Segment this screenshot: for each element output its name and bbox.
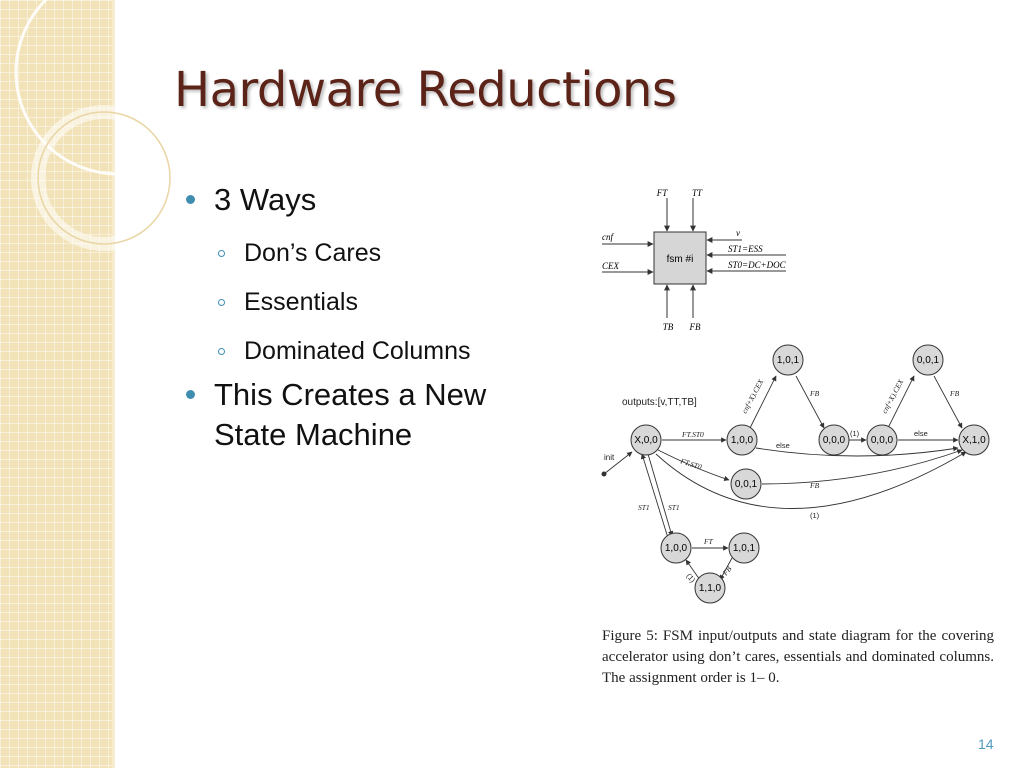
page-number: 14 xyxy=(978,736,994,752)
state-node xyxy=(866,424,898,456)
edge-label: FB xyxy=(949,389,960,398)
state-label: 0,0,1 xyxy=(735,479,758,490)
bullet-text-line: State Machine xyxy=(214,417,413,452)
sub-bullet-ring-icon xyxy=(218,348,225,355)
input-cex-label: CEX xyxy=(602,261,620,271)
bullet-list: 3 Ways Don’s Cares Essentials Dominated … xyxy=(186,180,566,455)
state-node xyxy=(728,532,760,564)
edge-label: (1) xyxy=(850,429,860,438)
output-st0-label: ST0=DC+DOC xyxy=(728,260,787,270)
state-label: 0,0,0 xyxy=(871,435,894,446)
bullet-text: 3 Ways xyxy=(214,182,317,217)
outputs-label: outputs:[v,TT,TB] xyxy=(622,397,697,408)
bullet-dot-icon xyxy=(186,195,195,204)
state-label: 1,0,1 xyxy=(777,355,800,366)
state-node xyxy=(958,424,990,456)
bullet-item: 3 Ways xyxy=(186,180,566,220)
state-label: 0,0,1 xyxy=(917,355,940,366)
output-st1-label: ST1=ESS xyxy=(728,244,763,254)
band-edge xyxy=(112,0,115,768)
input-cnf-label: cnf xyxy=(602,232,614,242)
fsm-block-label: fsm #i xyxy=(667,254,694,265)
output-v-label: v xyxy=(736,228,740,238)
init-label: init xyxy=(604,453,615,462)
input-ft-label: FT xyxy=(656,188,668,198)
edge-label: ST1 xyxy=(638,503,650,512)
sub-bullet-ring-icon xyxy=(218,299,225,306)
state-node xyxy=(660,532,692,564)
state-label: 1,0,1 xyxy=(733,543,756,554)
edge-label: FT xyxy=(703,537,714,546)
edge-label: else xyxy=(914,429,928,438)
output-tb-label: TB xyxy=(663,322,674,332)
state-label: X,1,0 xyxy=(962,435,986,446)
decorative-circles xyxy=(14,0,180,251)
state-label: 1,1,0 xyxy=(699,583,722,594)
state-nodes: X,0,0 1,0,1 1,0,0 0,0,0 0,0,0 0,0,1 X,1,… xyxy=(630,344,990,604)
state-label: 1,0,0 xyxy=(665,543,688,554)
sub-bullet-item: Essentials xyxy=(186,286,566,318)
figure-caption: Figure 5: FSM input/outputs and state di… xyxy=(602,628,994,686)
state-label: 1,0,0 xyxy=(731,435,754,446)
edge-label: else xyxy=(776,441,790,450)
edge-label: FB xyxy=(809,481,820,490)
fsm-figure: fsm #i FT TT TB FB cnf CEX v ST1=ESS ST0… xyxy=(601,188,990,604)
edge-label: FT.ST0 xyxy=(678,456,703,472)
edge-label: (1) xyxy=(810,511,820,520)
state-label: 0,0,0 xyxy=(823,435,846,446)
sub-bullet-text: Don’s Cares xyxy=(244,239,382,267)
state-node xyxy=(630,424,662,456)
state-node xyxy=(730,468,762,500)
state-node xyxy=(726,424,758,456)
edge-label: FB xyxy=(809,389,820,398)
state-diagram xyxy=(603,375,967,581)
sub-bullet-text: Dominated Columns xyxy=(244,337,471,365)
edge-label: cnf+X).CEX xyxy=(880,377,906,415)
state-node xyxy=(818,424,850,456)
sub-bullet-text: Essentials xyxy=(244,288,358,316)
state-node xyxy=(912,344,944,376)
init-dot xyxy=(601,471,607,477)
state-label: X,0,0 xyxy=(634,435,658,446)
sub-bullet-item: Dominated Columns xyxy=(186,335,566,367)
state-node xyxy=(694,572,726,604)
output-fb-label: FB xyxy=(689,322,701,332)
edge-label: FT.ST0 xyxy=(681,430,704,439)
bullet-item: This Creates a New State Machine xyxy=(186,375,566,455)
sub-bullet-item: Don’s Cares xyxy=(186,237,566,269)
state-node xyxy=(772,344,804,376)
sub-bullet-ring-icon xyxy=(218,250,225,257)
edge-label: ST1 xyxy=(668,503,680,512)
input-tt-label: TT xyxy=(692,188,703,198)
fsm-block-diagram: fsm #i FT TT TB FB cnf CEX v ST1=ESS ST0… xyxy=(602,188,787,332)
slide-title: Hardware Reductions xyxy=(174,62,677,118)
edge-labels: outputs:[v,TT,TB] init FT.ST0 FT.ST0 cnf… xyxy=(604,377,960,584)
bullet-text-line: This Creates a New xyxy=(214,377,487,412)
edge-label: cnf+X).CEX xyxy=(740,377,766,415)
bullet-dot-icon xyxy=(186,390,195,399)
